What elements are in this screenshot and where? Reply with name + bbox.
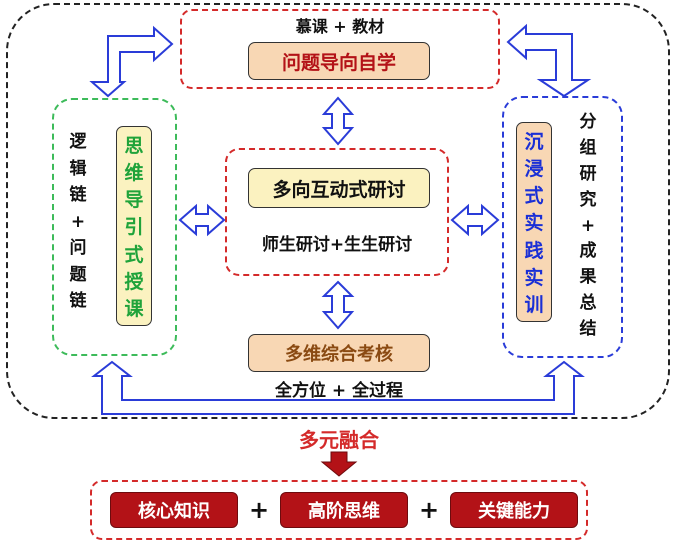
practice-training-box (502, 96, 623, 358)
outer-frame (6, 3, 670, 419)
left-pill-char: 导 (124, 189, 144, 212)
left-outer-char: 链 (69, 291, 87, 311)
guided-teaching-box (52, 98, 177, 356)
right-pill-char: 实 (524, 266, 544, 289)
fusion-down-arrow (320, 451, 358, 477)
right-outer-text: 分 组 研 究 + 成 果 总 结 (576, 114, 600, 338)
left-outer-char: 逻 (69, 132, 87, 152)
right-pill-char: 式 (524, 185, 544, 208)
arrow-top-to-right (506, 23, 592, 98)
right-outer-char: 研 (579, 163, 597, 184)
right-outer-char: + (580, 215, 596, 236)
right-pill-char: 践 (524, 239, 544, 262)
right-outer-char: 结 (579, 319, 597, 339)
fusion-title: 多元融合 (299, 428, 379, 452)
interactive-discussion-box (225, 148, 449, 276)
left-outer-char: + (70, 211, 86, 232)
outcome-core-knowledge: 核心知识 (110, 492, 238, 528)
right-outer-char: 组 (579, 137, 597, 158)
right-outer-char: 总 (579, 293, 597, 314)
left-pill-char: 维 (124, 162, 144, 185)
arrow-center-assessment (321, 280, 355, 330)
right-pill-char: 训 (524, 293, 544, 316)
interactive-discussion-pill: 多向互动式研讨 (248, 168, 430, 208)
left-outer-char: 链 (69, 185, 87, 205)
right-pill-char: 实 (524, 212, 544, 235)
arrow-top-center (321, 96, 355, 146)
arrow-center-right (450, 203, 500, 237)
guided-teaching-pill: 思 维 导 引 式 授 课 (116, 126, 152, 326)
left-pill-char: 授 (124, 270, 144, 293)
right-outer-char: 分 (579, 112, 597, 132)
right-pill-char: 浸 (524, 158, 544, 181)
arrow-left-to-top (89, 25, 174, 98)
self-study-pill: 问题导向自学 (248, 42, 430, 80)
assessment-pill: 多维综合考核 (248, 334, 430, 372)
left-pill-char: 思 (124, 135, 144, 158)
assessment-subtitle: 全方位 + 全过程 (274, 381, 404, 401)
right-outer-char: 成 (579, 241, 597, 262)
left-outer-char: 问 (69, 238, 87, 258)
arrow-bottom-feedback (91, 360, 585, 415)
left-outer-text: 逻 辑 链 + 问 题 链 (66, 134, 90, 310)
arrow-left-center (178, 203, 226, 237)
practice-training-pill: 沉 浸 式 实 践 实 训 (516, 122, 552, 322)
self-study-box (180, 9, 500, 89)
outcome-key-ability: 关键能力 (450, 492, 578, 528)
right-pill-char: 沉 (524, 131, 544, 154)
outcome-plus-sign: + (248, 496, 270, 524)
left-pill-char: 引 (124, 216, 144, 239)
right-outer-char: 究 (579, 189, 597, 210)
left-outer-char: 题 (69, 264, 87, 285)
top-subtitle: 慕课 + 教材 (295, 17, 385, 36)
outcome-plus-sign: + (418, 496, 440, 524)
outcomes-box (90, 480, 588, 540)
left-pill-char: 课 (124, 297, 144, 320)
right-outer-char: 果 (579, 267, 597, 288)
center-subtitle: 师生研讨+生生研讨 (261, 235, 413, 255)
outcome-higher-order-thinking: 高阶思维 (280, 492, 408, 528)
left-outer-char: 辑 (69, 158, 87, 179)
left-pill-char: 式 (124, 243, 144, 266)
